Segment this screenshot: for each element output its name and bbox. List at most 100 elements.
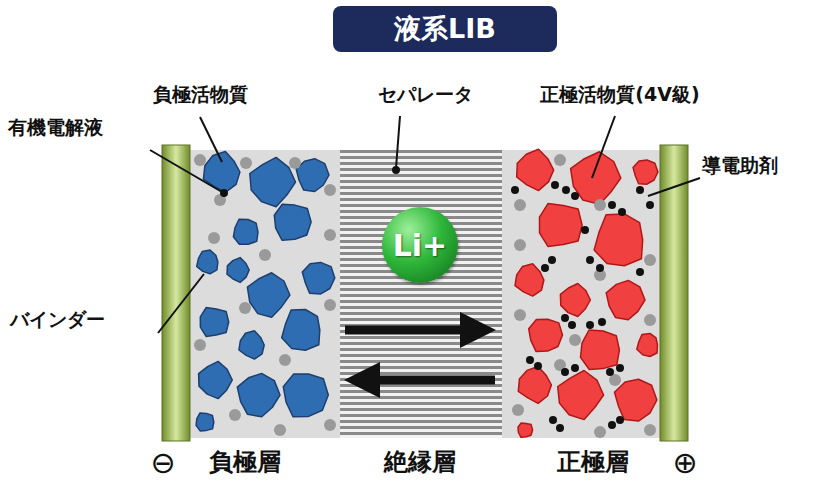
active-particle [633, 160, 658, 184]
additive-dot [596, 264, 604, 272]
layer-name: 正極層 [557, 449, 629, 477]
additive-dot [541, 264, 549, 272]
label-anode-material: 負極活物質 [153, 84, 248, 106]
active-particle [196, 413, 214, 431]
additive-dot [194, 339, 206, 351]
additive-dot [561, 368, 569, 376]
additive-dot [586, 321, 594, 329]
ion-arrow [362, 376, 495, 385]
additive-dot [636, 268, 644, 276]
additive-dot [259, 249, 271, 261]
additive-dot [239, 302, 251, 314]
active-particle [203, 152, 240, 193]
title-box: 液系LIB [333, 6, 557, 52]
layer-name: 負極層 [209, 449, 281, 477]
active-particle [274, 204, 311, 240]
additive-dot [618, 208, 626, 216]
active-particle [250, 157, 296, 206]
current-collector [162, 145, 190, 441]
additive-dot [571, 364, 579, 372]
additive-dot [324, 299, 336, 311]
label-separator: セパレータ [378, 84, 473, 106]
additive-dot [594, 199, 606, 211]
additive-dot [594, 426, 606, 438]
ion-label: Li+ [393, 228, 448, 263]
additive-dot [581, 226, 589, 234]
additive-dot [324, 419, 336, 431]
additive-dot [636, 186, 644, 194]
additive-dot [511, 186, 519, 194]
additive-dot [526, 356, 534, 364]
active-particle [540, 203, 583, 246]
active-particle [517, 149, 554, 190]
additive-dot [514, 239, 526, 251]
minus-symbol: ⊖ [150, 446, 175, 481]
additive-dot [324, 229, 336, 241]
additive-dot [556, 424, 564, 432]
additive-dot [240, 157, 252, 169]
active-particle [581, 330, 620, 370]
additive-dot [562, 186, 570, 194]
active-particle [282, 310, 320, 351]
additive-dot [616, 416, 624, 424]
additive-dot [534, 362, 542, 370]
additive-dot [561, 314, 569, 322]
active-particle [637, 333, 658, 356]
active-particle [594, 214, 643, 266]
additive-dot [571, 192, 579, 200]
lithium-ion: Li+ [382, 207, 458, 283]
separator [340, 150, 502, 438]
additive-dot [598, 318, 606, 326]
additive-dot [586, 256, 594, 264]
additive-dot [554, 154, 566, 166]
active-particle [237, 373, 280, 416]
active-particle [615, 379, 657, 421]
active-particle [247, 273, 290, 318]
additive-dot [646, 201, 654, 209]
additive-dot [551, 181, 559, 189]
additive-dot [569, 334, 581, 346]
active-particle [515, 264, 544, 296]
active-particle [227, 258, 249, 283]
layer-name: 絶縁層 [384, 449, 456, 477]
label-electrolyte: 有機電解液 [8, 117, 103, 139]
additive-dot [512, 404, 524, 416]
active-particle [529, 319, 563, 351]
additive-dot [208, 232, 220, 244]
label-conductive-agent: 導電助剤 [702, 155, 778, 177]
active-particle [302, 262, 335, 294]
label-binder: バインダー [10, 309, 105, 331]
active-particle [197, 250, 218, 274]
additive-dot [548, 256, 556, 264]
active-particle [558, 371, 604, 420]
active-particle [233, 219, 258, 244]
active-particle [518, 423, 533, 437]
additive-dot [644, 314, 656, 326]
active-particle [283, 374, 328, 417]
additive-dot [229, 409, 241, 421]
active-particle [296, 159, 329, 192]
additive-dot [279, 354, 291, 366]
additive-dot [608, 421, 616, 429]
active-particle [571, 152, 621, 205]
anode-layer [190, 150, 340, 438]
leader-lines [150, 116, 700, 333]
active-particle [199, 361, 233, 398]
additive-dot [514, 199, 526, 211]
additive-dot [606, 368, 614, 376]
plus-symbol: ⊕ [672, 446, 697, 481]
additive-dot [608, 201, 616, 209]
label-cathode-material: 正極活物質(4V級) [540, 84, 699, 106]
title: 液系LIB [394, 11, 496, 47]
additive-dot [644, 424, 656, 436]
additive-dot [616, 364, 624, 372]
active-particle [560, 284, 590, 317]
active-particle [518, 367, 551, 404]
additive-dot [324, 184, 336, 196]
additive-dot [514, 309, 526, 321]
active-particle [239, 331, 264, 359]
additive-dot [194, 154, 206, 166]
cathode-layer [502, 150, 660, 438]
additive-dot [568, 321, 576, 329]
active-particle [200, 308, 228, 337]
